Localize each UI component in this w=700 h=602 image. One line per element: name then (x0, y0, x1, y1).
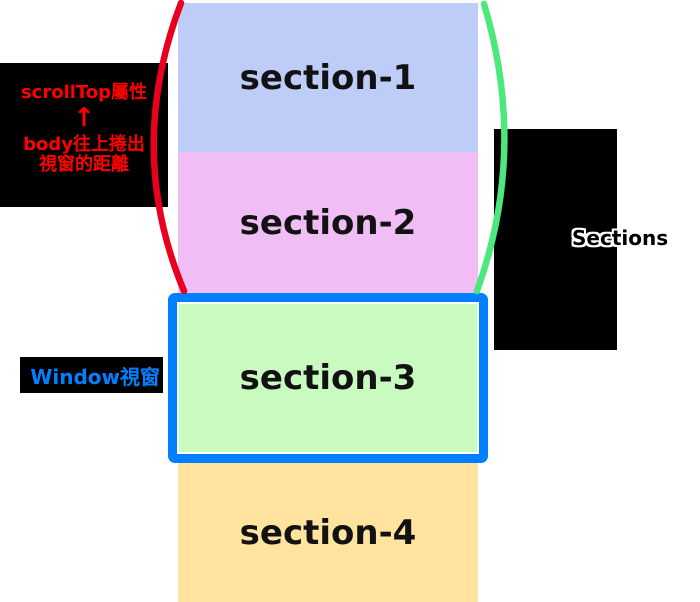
section-3-label: section-3 (239, 358, 417, 398)
scrolltop-label-box: scrollTop屬性 ↑ body往上捲出 視窗的距離 (0, 63, 168, 207)
section-2-block: section-2 (178, 152, 478, 293)
up-arrow-icon: ↑ (73, 103, 95, 133)
right-label-box (494, 129, 617, 350)
window-label-box: Window視窗 (20, 357, 163, 393)
section-2-label: section-2 (239, 202, 417, 243)
scrolltop-title: scrollTop屬性 (20, 82, 148, 103)
scrolltop-desc-line2: 視窗的距離 (39, 154, 129, 175)
section-1-label: section-1 (239, 57, 417, 98)
section-3-block: section-3 (179, 304, 477, 452)
scrolltop-desc-line1: body往上捲出 (23, 134, 145, 155)
section-4-label: section-4 (239, 512, 417, 553)
window-label-text: Window視窗 (30, 364, 160, 389)
section-1-block: section-1 (178, 3, 478, 152)
window-viewport-frame: section-3 (168, 293, 488, 463)
section-4-block: section-4 (178, 463, 478, 602)
right-label-text: Sections (572, 226, 669, 250)
